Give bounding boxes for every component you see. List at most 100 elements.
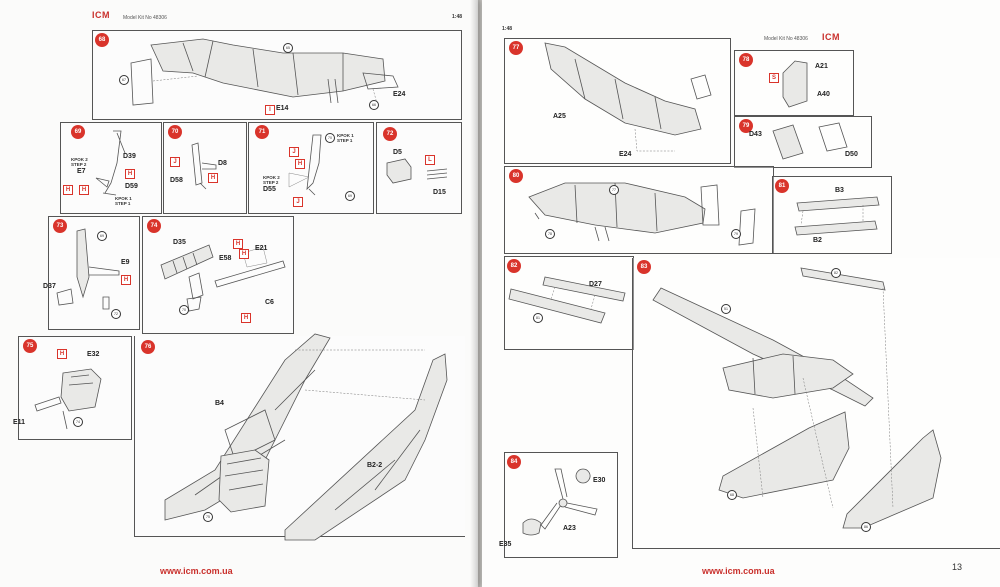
ref-51: 51 <box>721 304 731 314</box>
paint-tag: H <box>239 249 249 259</box>
part-label: B2-2 <box>367 462 383 469</box>
step-81-panel: 81 B3 B2 <box>772 176 892 254</box>
step-80-fuselage-drawing <box>528 182 756 246</box>
footer-url[interactable]: www.icm.com.ua <box>702 566 775 576</box>
part-label: D5 <box>393 149 402 156</box>
part-label: D37 <box>43 283 56 290</box>
step-number: 72 <box>383 127 397 141</box>
step-76-panel: 76 B4 B2-2 75 <box>134 333 465 541</box>
step-77-fuselage-drawing <box>544 42 712 152</box>
step-82-panel: 82 D27 81 <box>504 256 634 350</box>
paint-tag: H <box>79 185 89 195</box>
ref-82: 82 <box>831 268 841 278</box>
cockpit-tub-drawing <box>218 449 270 513</box>
part-label: E11 <box>13 419 26 426</box>
part-label: E24 <box>393 91 406 98</box>
ref-69: 69 <box>345 191 355 201</box>
ref-69: 69 <box>97 231 107 241</box>
part-label: B3 <box>835 187 844 194</box>
part-label: E32 <box>87 351 100 358</box>
part-label: D55 <box>263 186 276 193</box>
step-79-panel-drawing <box>772 122 848 160</box>
step-number: 69 <box>71 125 85 139</box>
paint-tag: H <box>121 275 131 285</box>
step-70-panel: 70 J D8 H D58 <box>163 122 247 214</box>
part-label: D15 <box>433 189 446 196</box>
ref-74: 74 <box>73 417 83 427</box>
part-label: D59 <box>125 183 138 190</box>
page-number: 13 <box>952 562 963 572</box>
step-number: 79 <box>739 119 753 133</box>
step-number: 74 <box>147 219 161 233</box>
paint-tag: J <box>170 157 180 167</box>
paint-tag: H <box>57 349 67 359</box>
part-label: D39 <box>123 153 136 160</box>
part-label: D43 <box>749 131 762 138</box>
step-69-strut-drawing <box>95 130 126 196</box>
icm-logo: ICM <box>92 10 110 20</box>
step-71-strut-drawing <box>288 134 322 196</box>
step-number: 75 <box>23 339 37 353</box>
paint-tag: L <box>425 155 435 165</box>
part-label: E30 <box>593 477 606 484</box>
step-72-panel: 72 D5 L D15 <box>376 122 462 214</box>
step-number: 68 <box>95 33 109 47</box>
step-83-panel: 83 82 51 68 86 <box>632 258 1000 549</box>
part-label: D27 <box>589 281 602 288</box>
part-label: B4 <box>215 400 224 407</box>
ref-65: 65 <box>283 43 293 53</box>
part-label: E24 <box>619 151 632 158</box>
paint-tag: H <box>63 185 73 195</box>
part-label: A40 <box>817 91 830 98</box>
part-label: D35 <box>173 239 186 246</box>
step-81-wing-drawing <box>794 196 880 236</box>
paint-tag: H <box>125 169 135 179</box>
part-label: C6 <box>265 299 274 306</box>
part-label: E9 <box>121 259 130 266</box>
paint-tag: I <box>265 105 275 115</box>
ref-86: 86 <box>861 522 871 532</box>
paint-tag: H <box>208 173 218 183</box>
step-number: 83 <box>637 260 651 274</box>
paint-tag: J <box>289 147 299 157</box>
step-74-panel: 74 D35 H E21 H E58 C6 70 H <box>142 216 294 334</box>
step-70-part-drawing <box>191 142 217 190</box>
step-83-final-assembly-drawing <box>652 267 942 529</box>
step-74-cockpit-drawing <box>160 244 286 312</box>
part-label: E58 <box>219 255 232 262</box>
part-label: A23 <box>563 525 576 532</box>
right-page: 1:48 Model Kit No 48306 ICM 77 A25 E24 7… <box>482 0 1000 587</box>
ref-70: 70 <box>179 305 189 315</box>
part-label: D50 <box>845 151 858 158</box>
step-number: 80 <box>509 169 523 183</box>
step-82-wing-drawing <box>508 276 626 324</box>
ref-70: 70 <box>325 133 335 143</box>
part-label: E35 <box>499 541 512 548</box>
part-label: B2 <box>813 237 822 244</box>
paint-tag: J <box>293 197 303 207</box>
footer-url[interactable]: www.icm.com.ua <box>160 566 233 576</box>
ref-78: 78 <box>545 229 555 239</box>
left-page: ICM Model Kit No 48306 1:48 68 65 67 66 … <box>0 0 478 587</box>
step-number: 82 <box>507 259 521 273</box>
ref-66: 66 <box>369 100 379 110</box>
ref-68: 68 <box>727 490 737 500</box>
step-80-panel: 80 77 78 79 <box>504 166 774 254</box>
icm-logo: ICM <box>822 32 840 42</box>
step-number: 77 <box>509 41 523 55</box>
step-73-panel: 73 69 E9 H D37 72 <box>43 216 140 330</box>
step-number: 71 <box>255 125 269 139</box>
part-label: A25 <box>553 113 566 120</box>
part-label: E14 <box>276 105 289 112</box>
ref-67: 67 <box>119 75 129 85</box>
part-label: E21 <box>255 245 268 252</box>
ref-75: 75 <box>203 512 213 522</box>
ref-81: 81 <box>533 313 543 323</box>
step-73-gear-drawing <box>56 228 120 310</box>
part-label: D8 <box>218 160 227 167</box>
step-78-tail-drawing <box>782 60 808 108</box>
